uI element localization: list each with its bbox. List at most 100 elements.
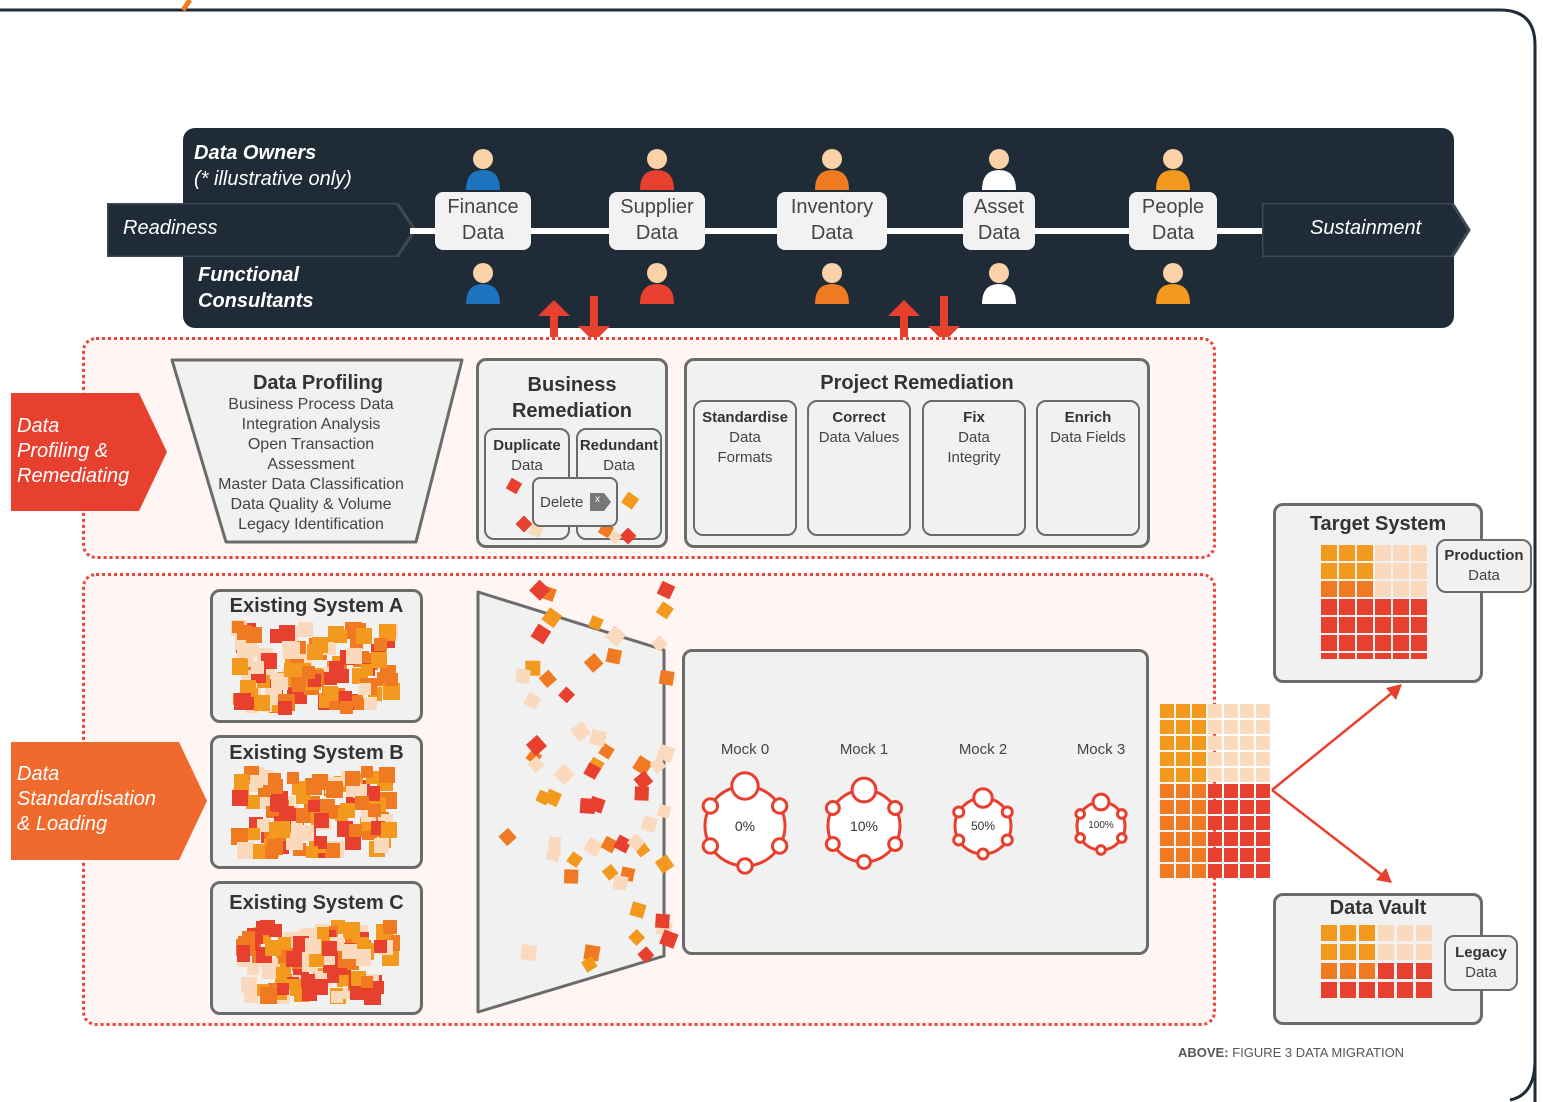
split-arrows	[1271, 684, 1402, 883]
grid-cell	[1416, 925, 1432, 941]
grid-cell	[1240, 864, 1254, 878]
record-square	[553, 763, 575, 785]
grid-cell	[1208, 848, 1222, 862]
correct-line1: Data Values	[818, 429, 900, 446]
domain-sub: Data	[635, 222, 679, 244]
grid-cell	[1357, 545, 1373, 561]
grid-cell	[1393, 599, 1409, 615]
record-square	[649, 756, 667, 774]
grid-cell	[1208, 768, 1222, 782]
grid-cell	[1397, 982, 1413, 998]
enrich-title: Enrich	[1064, 409, 1112, 426]
record-square	[379, 624, 396, 641]
grid-cell	[1160, 768, 1174, 782]
grid-cell	[1375, 617, 1391, 633]
record-square	[343, 922, 360, 939]
loading-flag-line1: Data	[17, 763, 60, 785]
record-square	[279, 625, 295, 641]
record-square	[558, 686, 576, 704]
consultants-label-2: Consultants	[198, 290, 314, 312]
system-b-records	[231, 766, 397, 859]
record-square	[351, 695, 363, 707]
record-square	[340, 701, 353, 714]
grid-cell	[1378, 982, 1394, 998]
record-square	[655, 601, 674, 620]
sync-arrows-right	[888, 296, 960, 346]
delete-button[interactable]: Delete x	[532, 477, 618, 527]
grid-cell	[1224, 832, 1238, 846]
fix-title: Fix	[963, 409, 985, 426]
record-square	[339, 691, 352, 704]
record-square	[262, 965, 276, 979]
record-square	[247, 963, 259, 975]
grid-cell	[1224, 720, 1238, 734]
record-square	[269, 822, 285, 838]
grid-cell	[1240, 784, 1254, 798]
mock-percentage: 0%	[734, 817, 756, 834]
grid-cell	[1208, 784, 1222, 798]
record-square	[356, 953, 369, 966]
funnel-records	[498, 579, 679, 973]
grid-cell	[1340, 925, 1356, 941]
grid-cell	[1240, 800, 1254, 814]
record-square	[286, 951, 302, 967]
grid-cell	[1321, 581, 1337, 597]
standardise-line1: Data	[729, 429, 761, 446]
record-square	[340, 803, 355, 818]
grid-cell	[1359, 944, 1375, 960]
data-profiling-title: Data Profiling	[252, 372, 383, 394]
grid-cell	[1240, 720, 1254, 734]
grid-cell	[1176, 704, 1190, 718]
grid-cell	[1340, 963, 1356, 979]
record-square	[312, 979, 328, 995]
record-square	[361, 664, 373, 676]
grid-cell	[1208, 704, 1222, 718]
record-square	[383, 920, 397, 934]
record-square	[583, 836, 604, 858]
grid-cell	[1240, 832, 1254, 846]
domain-name: Finance	[447, 196, 519, 218]
record-square	[314, 813, 329, 828]
consultant-person-icon	[982, 263, 1016, 304]
grid-cell	[1176, 768, 1190, 782]
record-square	[298, 825, 314, 841]
record-square	[385, 673, 398, 686]
record-square	[613, 834, 633, 854]
record-square	[605, 647, 623, 665]
illustrative-note: (* illustrative only)	[194, 168, 352, 190]
grid-cell	[1321, 963, 1337, 979]
system-c-records	[236, 920, 400, 1005]
grid-cell	[1192, 848, 1206, 862]
mock-cycle-icon	[701, 771, 789, 875]
record-square	[626, 833, 646, 852]
caption-bold: ABOVE:	[1178, 1045, 1229, 1060]
domain-name: People	[1141, 196, 1205, 218]
grid-cell	[1176, 800, 1190, 814]
grid-cell	[1176, 816, 1190, 830]
grid-cell	[1224, 816, 1238, 830]
grid-cell	[1208, 752, 1222, 766]
record-square	[634, 786, 649, 801]
grid-cell	[1339, 653, 1355, 659]
record-square	[371, 652, 387, 668]
delete-label: Delete	[540, 494, 584, 511]
data-owner-person-icon	[466, 149, 500, 190]
grid-cell	[1393, 653, 1409, 659]
profiling-item: Integration Analysis	[241, 416, 381, 433]
record-square	[581, 956, 598, 973]
record-square	[346, 648, 362, 664]
record-square	[633, 770, 654, 791]
grid-cell	[1321, 545, 1337, 561]
grid-cell	[1192, 800, 1206, 814]
fix-line1: Data	[958, 429, 990, 446]
grid-cell	[1208, 720, 1222, 734]
record-square	[279, 806, 294, 821]
grid-cell	[1240, 704, 1254, 718]
grid-cell	[1160, 704, 1174, 718]
grid-cell	[1378, 963, 1394, 979]
grid-cell	[1411, 563, 1427, 579]
correct-title: Correct	[832, 409, 886, 426]
grid-cell	[1321, 635, 1337, 651]
grid-cell	[1240, 752, 1254, 766]
